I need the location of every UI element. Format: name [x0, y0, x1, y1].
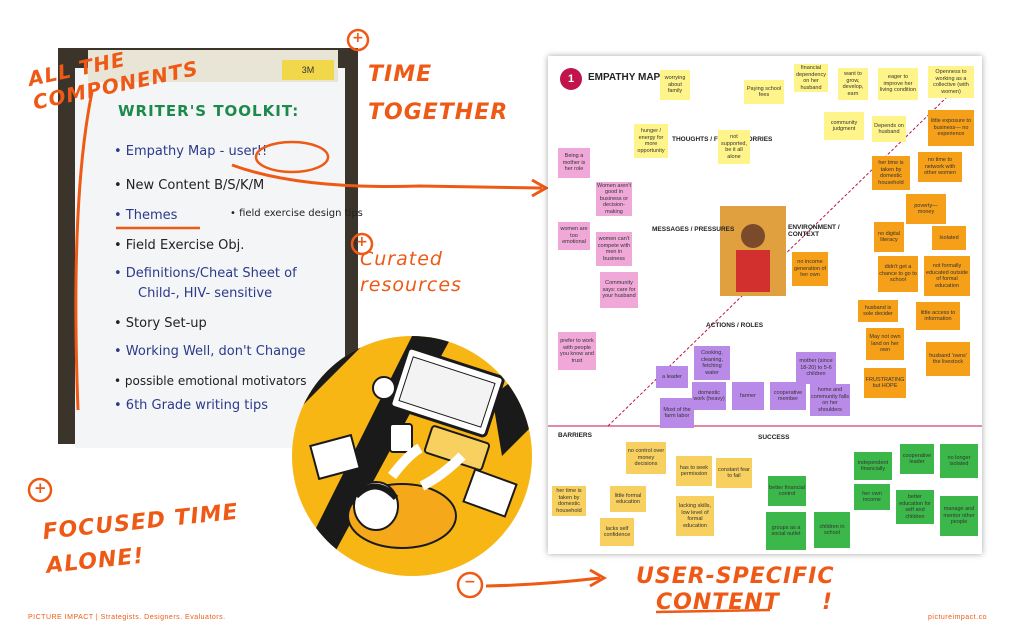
- illustration-circle: [292, 336, 532, 576]
- plus-icon: +: [352, 30, 365, 46]
- sticky-note: Cooking, cleaning, fetching water: [694, 346, 730, 380]
- sticky-note: women can't compete with men in business: [596, 232, 632, 266]
- sticky-note: has to seek permission: [676, 456, 712, 486]
- sticky-note: no income generation of her own: [792, 252, 828, 286]
- toolkit-item: • Field Exercise Obj.: [114, 238, 245, 253]
- sticky-note: Isolated: [932, 226, 966, 250]
- map-title: EMPATHY MAP: [588, 72, 661, 83]
- toolkit-title: WRITER'S TOOLKIT:: [118, 102, 300, 120]
- sticky-note: worrying about family: [660, 70, 690, 100]
- sticky-note: Paying school fees: [744, 80, 784, 104]
- sticky-note: community judgment: [824, 112, 864, 140]
- flipchart-paper: [75, 68, 345, 448]
- sticky-note: home and community falls on her shoulder…: [810, 384, 850, 416]
- sticky-note: manage and mentor other people: [940, 496, 978, 536]
- toolkit-item: • Empathy Map - user!!: [114, 144, 268, 159]
- sticky-note: prefer to work with people you know and …: [558, 332, 596, 370]
- sticky-note: Being a mother is her role: [558, 148, 590, 178]
- footer-left: PICTURE IMPACT | Strategists. Designers.…: [28, 614, 226, 621]
- sticky-note: constant fear to fail: [716, 458, 752, 488]
- section-barriers: BARRIERS: [558, 432, 592, 439]
- toolkit-item: • Themes: [114, 208, 178, 223]
- pad-brand-label: 3M: [282, 60, 334, 80]
- sticky-note: lacking skills, low level of formal educ…: [676, 496, 714, 536]
- section-messages: MESSAGES / PRESSURES: [652, 226, 735, 233]
- toolkit-item: Child-, HIV- sensitive: [138, 286, 273, 301]
- sticky-note: husband is sole decider: [858, 300, 898, 322]
- sticky-note: women are too emotional: [558, 222, 590, 250]
- toolkit-item: • 6th Grade writing tips: [114, 398, 268, 413]
- sticky-note: better financial control: [768, 476, 806, 506]
- sticky-note: May not own land on her own: [866, 328, 904, 360]
- annotation-time-together: TIME TOGETHER: [368, 62, 509, 125]
- sticky-note: little access to information: [916, 302, 960, 330]
- sticky-note: Openness to working as a collective (wit…: [928, 66, 974, 98]
- sticky-note: better education for self and children: [896, 490, 934, 524]
- sticky-note: no time to network with other women: [918, 152, 962, 182]
- sticky-note: a leader: [656, 366, 688, 388]
- toolkit-side-note: • field exercise design tips: [230, 208, 363, 219]
- plus-icon: +: [356, 234, 369, 250]
- empathy-map: 1 EMPATHY MAP THOUGHTS / FEARS / WORRIES…: [548, 56, 982, 554]
- sticky-note: didn't get a chance to go to school: [878, 256, 918, 292]
- toolkit-item: • Story Set-up: [114, 316, 207, 331]
- annotation-user-specific: USER-SPECIFIC: [636, 564, 835, 589]
- sticky-note: husband 'owns' the livestock: [926, 342, 970, 376]
- sticky-note: Depends on husband: [872, 116, 906, 142]
- sticky-note: eager to improve her living condition: [878, 68, 918, 100]
- sticky-note: no control over money decisions: [626, 442, 666, 474]
- toolkit-item: • Definitions/Cheat Sheet of: [114, 266, 297, 281]
- sticky-note: Community says: care for your husband: [600, 272, 638, 308]
- sticky-note: Women aren't good in business or decisio…: [596, 182, 632, 216]
- sticky-note: mother (since 18-20) to 5-6 children: [796, 352, 836, 384]
- sticky-note: want to grow, develop, earn: [838, 68, 868, 100]
- annotation-exclaim: !: [822, 590, 834, 615]
- sticky-note: cooperative member: [770, 382, 806, 410]
- sticky-note: FRUSTRATING but HOPE: [864, 368, 906, 398]
- toolkit-item: • Working Well, don't Change: [114, 344, 306, 359]
- sticky-note: farmer: [732, 382, 764, 410]
- sticky-note: little exposure to business— no experien…: [928, 110, 974, 146]
- sticky-note: cooperative leader: [900, 444, 934, 474]
- person-at-desk-illustration: [292, 336, 532, 576]
- sticky-note: her own income: [854, 484, 890, 510]
- sticky-note: independent financially: [854, 452, 892, 480]
- sticky-note: poverty— money: [906, 194, 946, 224]
- sticky-note: not supported, be it all alone: [718, 130, 750, 164]
- sticky-note: no digital literacy: [874, 222, 904, 252]
- sticky-note: her time is taken by domestic household: [872, 156, 910, 190]
- sticky-note: her time is taken by domestic household: [552, 486, 586, 516]
- annotation-curated-resources: Curated resources: [360, 248, 462, 296]
- sticky-note: not formally educated outside of formal …: [924, 256, 970, 296]
- toolkit-item: • possible emotional motivators: [114, 374, 307, 388]
- minus-icon: −: [464, 574, 477, 590]
- annotation-content: CONTENT: [656, 590, 780, 615]
- toolkit-item: • New Content B/S/K/M: [114, 178, 265, 193]
- sticky-note: financial dependency on her husband: [794, 64, 828, 92]
- map-diagonal-lines: [548, 95, 982, 427]
- sticky-note: no longer isolated: [940, 444, 978, 478]
- section-environment: ENVIRONMENT / CONTEXT: [788, 224, 840, 238]
- footer-right: pictureimpact.co: [928, 614, 987, 621]
- sticky-note: little formal education: [610, 486, 646, 512]
- sticky-note: lacks self confidence: [600, 518, 634, 546]
- sticky-note: Most of the farm labor: [660, 398, 694, 428]
- map-number-badge: 1: [560, 68, 582, 90]
- sticky-note: children in school: [814, 512, 850, 548]
- section-success: SUCCESS: [758, 434, 790, 441]
- section-actions: ACTIONS / ROLES: [706, 322, 764, 329]
- plus-icon: +: [34, 479, 48, 497]
- sticky-note: groups as a social outlet: [766, 512, 806, 550]
- sticky-note: hunger / energy for more opportunity: [634, 124, 668, 158]
- sticky-note: domestic work (heavy): [692, 382, 726, 410]
